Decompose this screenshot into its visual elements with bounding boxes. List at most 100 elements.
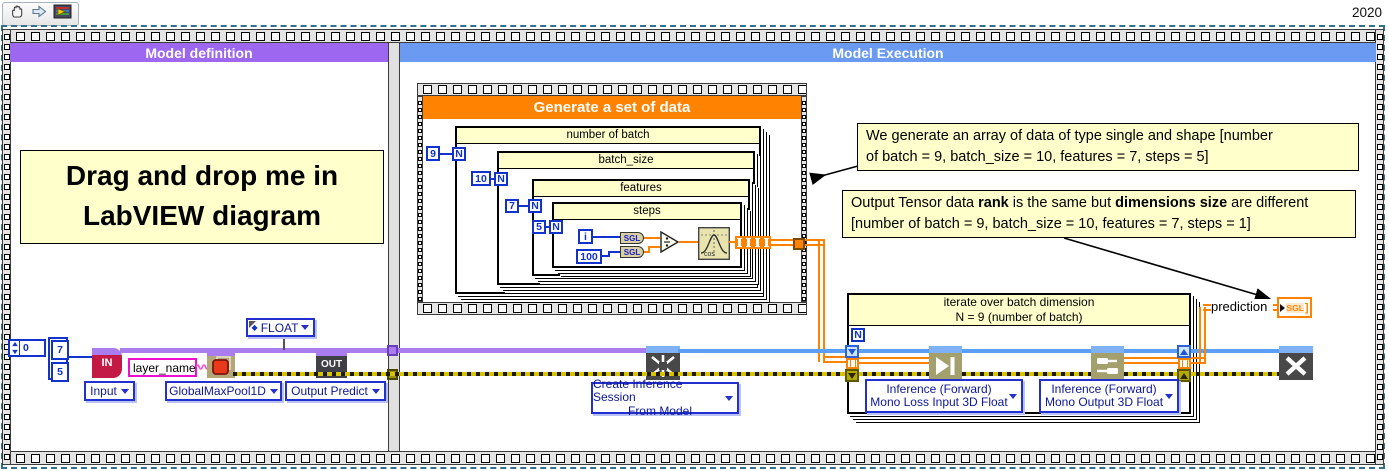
border-square	[871, 453, 880, 463]
rank-note-text: are different	[1227, 195, 1309, 211]
border-square	[633, 304, 642, 313]
border-square	[811, 31, 820, 41]
inference-forward-node-1[interactable]	[929, 346, 962, 380]
border-square	[271, 31, 280, 41]
string-wire	[196, 364, 209, 370]
shift-register-left-session	[845, 345, 859, 358]
destroy-session-node[interactable]	[1279, 346, 1313, 380]
border-square	[603, 304, 612, 313]
inference-dropdown-2[interactable]: Inference (Forward) Mono Output 3D Float	[1039, 379, 1179, 413]
inference-forward-node-2[interactable]	[1091, 346, 1124, 380]
count-constant-10[interactable]: 10	[471, 171, 491, 186]
border-square	[1231, 31, 1240, 41]
border-square	[1096, 31, 1105, 41]
forward-play-icon	[936, 357, 955, 375]
border-square	[1376, 214, 1383, 220]
border-square	[976, 31, 985, 41]
model-definition-header: Model definition	[10, 43, 388, 62]
border-square	[946, 453, 955, 463]
border-square	[571, 31, 580, 41]
sgl-wire	[648, 247, 650, 253]
sgl-wire	[644, 237, 660, 239]
border-square	[802, 136, 806, 140]
count-wire	[546, 226, 550, 228]
input-selector-dropdown[interactable]: Input	[84, 381, 135, 401]
border-square	[181, 453, 190, 463]
border-square	[976, 453, 985, 463]
border-square	[1376, 284, 1383, 290]
array-wire	[818, 241, 825, 362]
shift-register-right-error	[1177, 369, 1191, 382]
border-square	[1376, 254, 1383, 260]
layer-name-string-constant[interactable]: layer_name	[128, 358, 197, 377]
border-square	[693, 85, 702, 94]
border-square	[1051, 453, 1060, 463]
border-square	[3, 174, 10, 180]
border-square	[738, 304, 747, 313]
border-square	[3, 194, 10, 200]
border-square	[783, 85, 792, 94]
border-square	[1376, 414, 1383, 420]
shape-cluster-constant[interactable]: 7 5	[48, 337, 69, 382]
border-square	[586, 31, 595, 41]
folded-corner-icon	[249, 321, 256, 328]
autoindex-tunnel	[735, 236, 744, 249]
divisor-wire	[608, 251, 610, 257]
border-square	[1156, 453, 1165, 463]
count-constant-5[interactable]: 5	[532, 220, 546, 234]
border-square	[3, 184, 10, 190]
border-square	[802, 157, 806, 161]
border-square	[961, 31, 970, 41]
array-bracket-icon: ]	[1304, 301, 1309, 314]
spinner-icon[interactable]	[10, 341, 20, 355]
count-constant-9[interactable]: 9	[426, 146, 440, 161]
shape-cluster-5[interactable]: 5	[51, 362, 69, 382]
divide-function-icon[interactable]	[660, 231, 680, 254]
border-square	[1111, 453, 1120, 463]
border-square	[1376, 84, 1383, 90]
count-constant-7[interactable]: 7	[505, 199, 519, 213]
pool-layer-node[interactable]	[207, 349, 235, 378]
prediction-indicator[interactable]: SGL ]	[1277, 297, 1312, 318]
rank-note-line1: Output Tensor data rank is the same but …	[851, 193, 1347, 214]
border-square	[991, 31, 1000, 41]
create-session-dropdown[interactable]: Create Inference Session From Model	[591, 377, 739, 417]
border-square	[802, 164, 806, 168]
border-square	[286, 453, 295, 463]
border-square	[453, 304, 462, 313]
cosine-function-icon[interactable]: cos	[698, 227, 730, 260]
divisor-constant-100[interactable]: 100	[576, 249, 602, 264]
border-square	[1216, 453, 1225, 463]
layer-type-selector-dropdown[interactable]: GlobalMaxPool1D	[165, 381, 282, 401]
border-square	[723, 85, 732, 94]
drag-drop-note-line2: LabVIEW diagram	[82, 200, 322, 231]
navigate-arrow-icon[interactable]	[31, 3, 48, 25]
border-square	[1036, 453, 1045, 463]
border-square	[1376, 434, 1383, 440]
shape-cluster-7[interactable]: 7	[51, 340, 69, 360]
pan-hand-icon[interactable]	[9, 3, 26, 25]
labview-vi-icon[interactable]	[53, 3, 72, 25]
border-square	[3, 314, 10, 320]
border-square	[3, 94, 10, 100]
border-square	[1336, 31, 1345, 41]
border-square	[3, 74, 10, 80]
output-selector-dropdown[interactable]: Output Predict	[285, 381, 386, 401]
shift-register-left-error	[845, 369, 859, 382]
border-square	[1377, 464, 1383, 465]
float-type-selector-value: FLOAT	[260, 320, 299, 335]
border-square	[418, 150, 422, 154]
border-square	[802, 171, 806, 175]
border-square	[751, 453, 760, 463]
border-square	[1376, 204, 1383, 210]
loop-count-terminal: N	[528, 199, 542, 213]
numeric-constant-0[interactable]: 0	[8, 339, 46, 357]
border-square	[916, 453, 925, 463]
border-square	[438, 304, 447, 313]
generate-frame-border-top	[417, 83, 807, 96]
border-square	[1351, 31, 1360, 41]
model-in-node[interactable]: IN	[92, 348, 122, 378]
border-square	[3, 114, 10, 120]
inference-dropdown-1[interactable]: Inference (Forward) Mono Loss Input 3D F…	[865, 379, 1023, 413]
float-type-selector-dropdown[interactable]: ◆ FLOAT	[246, 318, 315, 337]
